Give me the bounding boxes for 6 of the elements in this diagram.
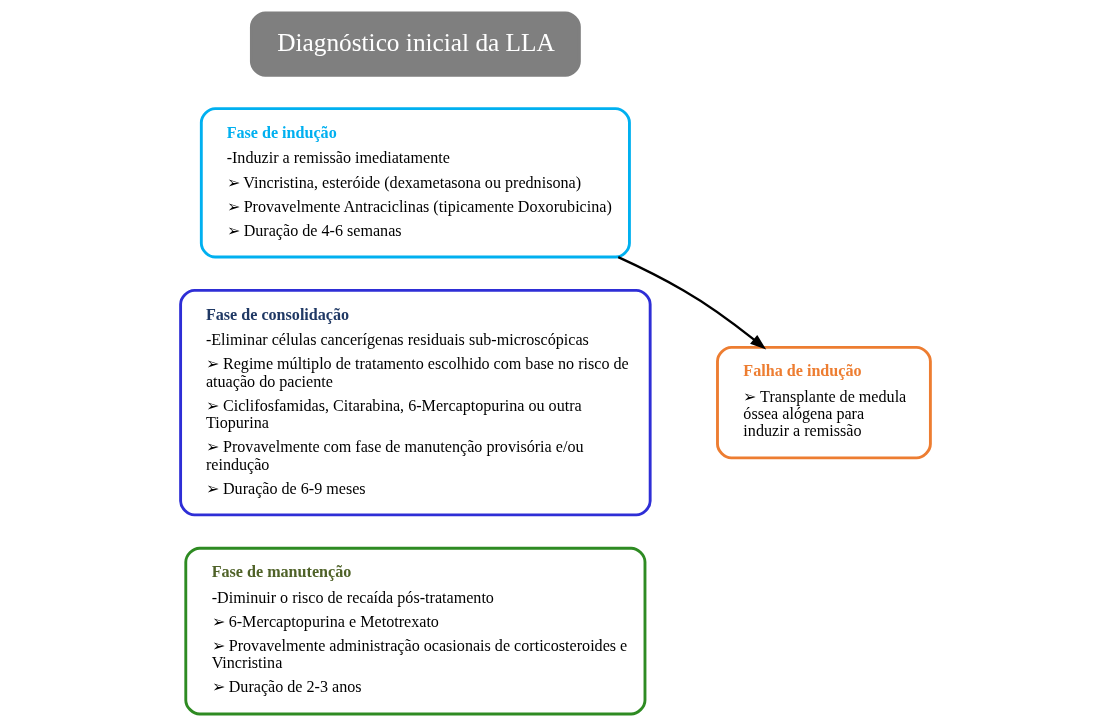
node-box: Fase de consolidação -Eliminar células cancerígenas residuais sub-microscópicas ➢ Regime múltiplo de tratamento escolhido com base no risco de atuação do paciente ➢ Ciclifosfamidas, Citarabina, 6-Mercaptopurina ou outra Tiopurina ➢ Provavelmente com fase de manutenção provisória e/ou reindução ➢ Duração de 6-9 meses (179, 289, 652, 517)
node-box: Diagnóstico inicial da LLA (249, 11, 581, 77)
node-box: Fase de manutenção -Diminuir o risco de recaída pós-tratamento ➢ 6-Mercaptopurina e Metotrexato ➢ Provavelmente administração ocasionais de corticosteroides e Vincristina ➢ Duração de 2-3 anos (184, 546, 647, 716)
node-box: Fase de indução -Induzir a remissão imediatamente ➢ Vincristina, esteróide (dexametasona ou prednisona) ➢ Provavelmente Antraciclinas (tipicamente Doxorubicina) ➢ Duração de 4-6 semanas (199, 107, 631, 259)
node-box: Falha de indução ➢ Transplante de medula óssea alógena para induzir a remissão (716, 345, 932, 460)
arrow (617, 256, 767, 350)
